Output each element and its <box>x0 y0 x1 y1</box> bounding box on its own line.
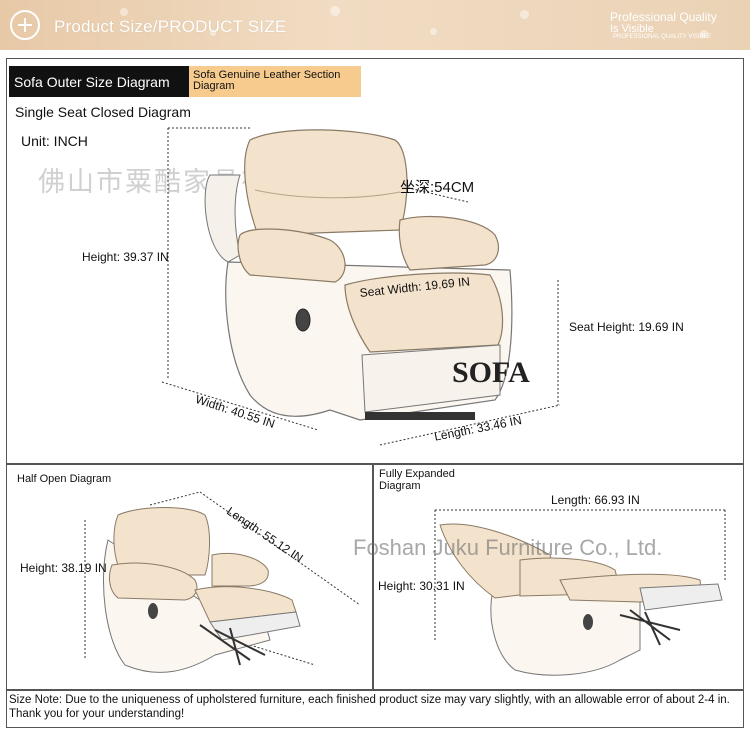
size-note: Size Note: Due to the uniqueness of upho… <box>9 694 730 720</box>
quality-line-1: Professional Quality <box>610 10 717 24</box>
closed-title: Single Seat Closed Diagram <box>15 104 191 120</box>
width-dimension-line <box>161 381 319 431</box>
length-dimension-line <box>379 404 561 446</box>
sofa-label: SOFA <box>452 356 530 389</box>
height-label: Height: 39.37 IN <box>82 250 169 264</box>
decor-dot <box>330 6 340 16</box>
expanded-height-label: Height: 30.31 IN <box>378 579 465 593</box>
decor-dot <box>430 28 437 35</box>
company-watermark-en: Foshan Juku Furniture Co., Ltd. <box>353 535 663 560</box>
decor-dot <box>700 30 708 38</box>
tab-leather-section[interactable]: Sofa Genuine Leather Section Diagram <box>189 66 361 97</box>
header-title: Product Size/PRODUCT SIZE <box>54 17 287 36</box>
quality-line-2: Is Visible <box>610 23 654 35</box>
quality-line-3: PROFESSIONAL QUALITY VISIBLE <box>613 34 712 40</box>
half-open-title: Half Open Diagram <box>17 473 112 485</box>
plus-circle-icon <box>10 10 40 40</box>
diagram-tabs: Sofa Outer Size Diagram Sofa Genuine Lea… <box>9 66 361 97</box>
seat-height-label: Seat Height: 19.69 IN <box>569 320 684 334</box>
decor-dot <box>520 10 529 19</box>
seat-depth-label: 坐深:54CM <box>400 179 475 196</box>
unit-label: Unit: INCH <box>21 133 88 149</box>
size-note-panel <box>6 690 744 728</box>
expanded-title: Fully Expanded Diagram <box>379 468 455 492</box>
expanded-length-label: Length: 66.93 IN <box>551 493 640 507</box>
tab-outer-size[interactable]: Sofa Outer Size Diagram <box>9 66 189 97</box>
header-banner: Product Size/PRODUCT SIZE Professional Q… <box>0 0 750 50</box>
decor-dot <box>210 30 216 36</box>
decor-dot <box>120 8 128 16</box>
half-open-height-label: Height: 38.19 IN <box>20 561 107 575</box>
